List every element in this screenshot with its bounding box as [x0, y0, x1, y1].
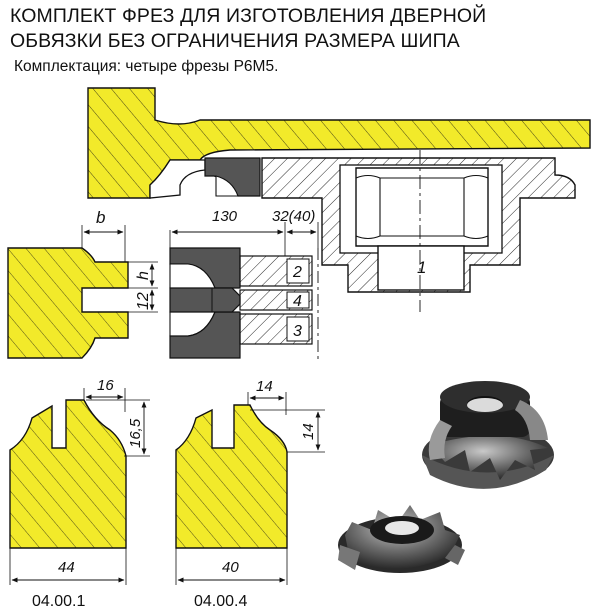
- hex-nut: [355, 167, 489, 247]
- middle-assembly: b h 12 2 4 3 130 32(40): [7, 208, 319, 360]
- title-line-1: КОМПЛЕКТ ФРЕЗ ДЛЯ ИЗГОТОВЛЕНИЯ ДВЕРНОЙ: [10, 5, 487, 27]
- cutter-white-piece: [215, 175, 239, 197]
- arbor-shaft: [377, 245, 465, 291]
- profile-1-height: 16,5: [127, 418, 144, 448]
- profile-2-width: 14: [256, 378, 273, 395]
- subtitle: Комплектация: четыре фрезы Р6М5.: [14, 58, 279, 75]
- profile-2-base: 40: [222, 559, 239, 576]
- profile-1-base: 44: [58, 559, 75, 576]
- title-line-2: ОБВЯЗКИ БЕЗ ОГРАНИЧЕНИЯ РАЗМЕРА ШИПА: [10, 30, 460, 52]
- rail-profile-notch: [149, 159, 206, 199]
- profile-1-width: 16: [97, 377, 114, 394]
- cutter-photo-bottom: [338, 505, 465, 573]
- page-title: КОМПЛЕКТ ФРЕЗ ДЛЯ ИЗГОТОВЛЕНИЯ ДВЕРНОЙ О…: [10, 4, 600, 54]
- dimension-b: b: [96, 208, 105, 227]
- dimension-130: 130: [212, 208, 238, 225]
- rail-grain: [88, 88, 590, 198]
- profile-04-00-4: 14 14 40 04.00.4: [175, 378, 325, 610]
- dimension-12: 12: [135, 292, 152, 310]
- dimension-32-40: 32(40): [272, 208, 315, 225]
- cutter-label-2: 2: [292, 264, 302, 281]
- profile-04-00-1: 16 16,5 44 04.00.1: [9, 377, 150, 610]
- groove-cutter-dark: [169, 287, 241, 313]
- cutter-photo-top: [422, 381, 554, 489]
- profile-2-grain: [176, 405, 287, 548]
- profile-2-height: 14: [300, 423, 317, 440]
- part-number-1: 1: [417, 258, 426, 277]
- profile-2-code: 04.00.4: [194, 593, 247, 610]
- cutter-label-3: 3: [293, 323, 302, 340]
- cutter-label-4: 4: [293, 293, 302, 310]
- profile-1-grain: [10, 400, 126, 548]
- workpiece-grain-middle: [8, 248, 128, 358]
- top-assembly: 1: [87, 87, 591, 312]
- profile-1-code: 04.00.1: [32, 593, 85, 610]
- dimension-h: h: [135, 271, 152, 280]
